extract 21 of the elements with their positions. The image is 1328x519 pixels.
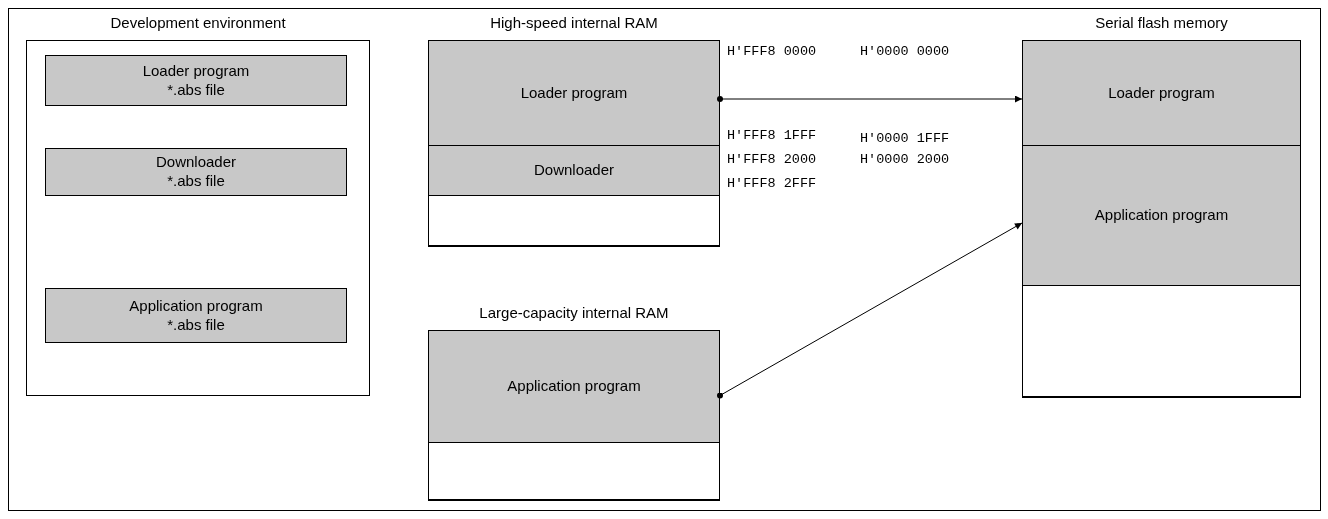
memory-block: Downloader *.abs file [45,148,347,196]
address-label: H'FFF8 0000 [727,44,817,59]
memory-block: Application program *.abs file [45,288,347,343]
memory-block: Loader program *.abs file [45,55,347,106]
section-heading: High-speed internal RAM [489,14,659,31]
section-heading: Large-capacity internal RAM [478,304,670,321]
memory-block: Loader program [428,40,720,146]
address-label: H'FFF8 2FFF [727,176,817,191]
memory-block: Loader program [1022,40,1301,146]
section-heading: Serial flash memory [1094,14,1229,31]
memory-block: Application program [1022,145,1301,286]
arrow [717,95,1023,103]
address-label: H'0000 2000 [860,152,950,167]
address-label: H'FFF8 2000 [727,152,817,167]
address-label: H'FFF8 1FFF [727,128,817,143]
address-label: H'0000 0000 [860,44,950,59]
section-heading: Development environment [109,14,287,31]
address-label: H'0000 1FFF [860,131,950,146]
memory-block: Downloader [428,145,720,196]
memory-block: Application program [428,330,720,443]
arrow [717,222,1023,399]
